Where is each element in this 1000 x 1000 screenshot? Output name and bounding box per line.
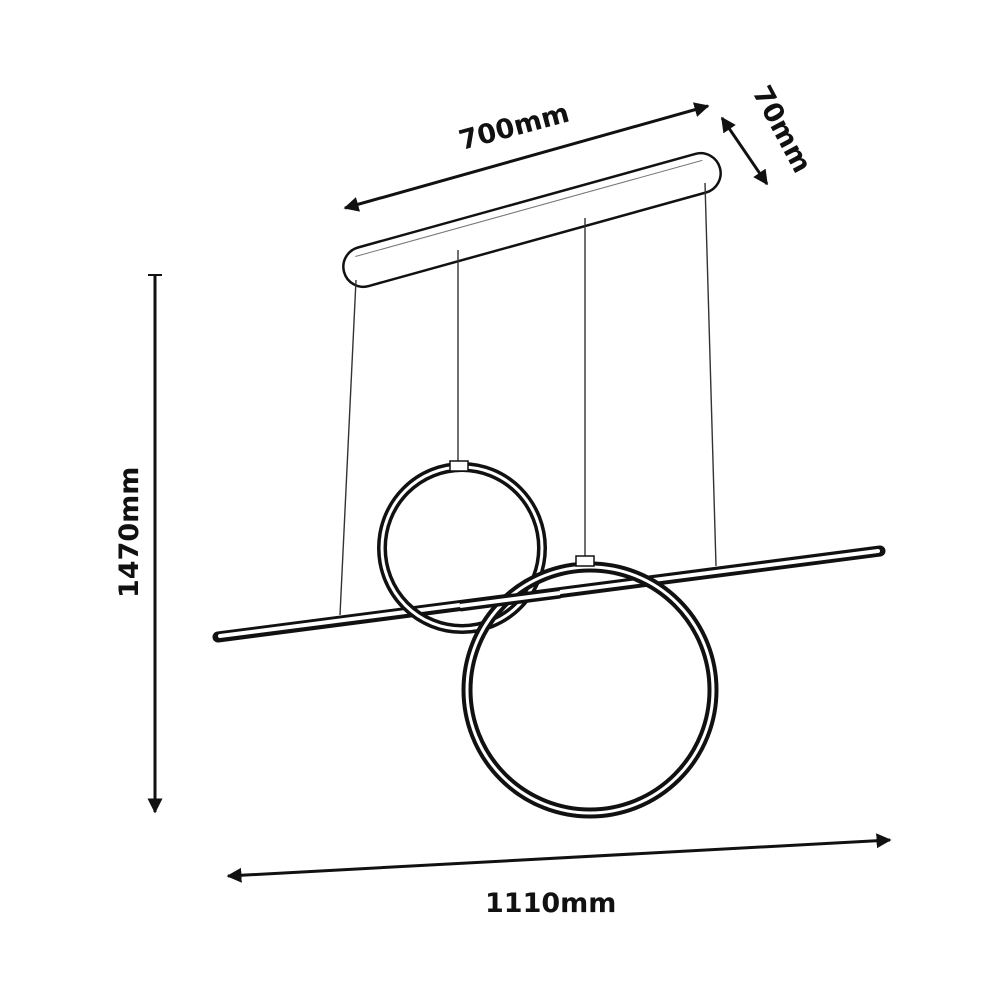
small-ring — [377, 460, 547, 634]
canopy-width-label: 70mm — [746, 81, 817, 178]
length-arrow — [226, 833, 892, 883]
light-bar-front-highlight — [459, 591, 561, 608]
total-height-label: 1470mm — [114, 467, 145, 598]
ceiling-canopy — [342, 151, 722, 289]
canopy-width-arrow — [720, 116, 769, 186]
large-ring — [461, 555, 719, 819]
suspension-wires — [339, 182, 717, 616]
total-length-label: 1110mm — [485, 888, 616, 919]
canopy-length-arrow — [343, 102, 710, 212]
